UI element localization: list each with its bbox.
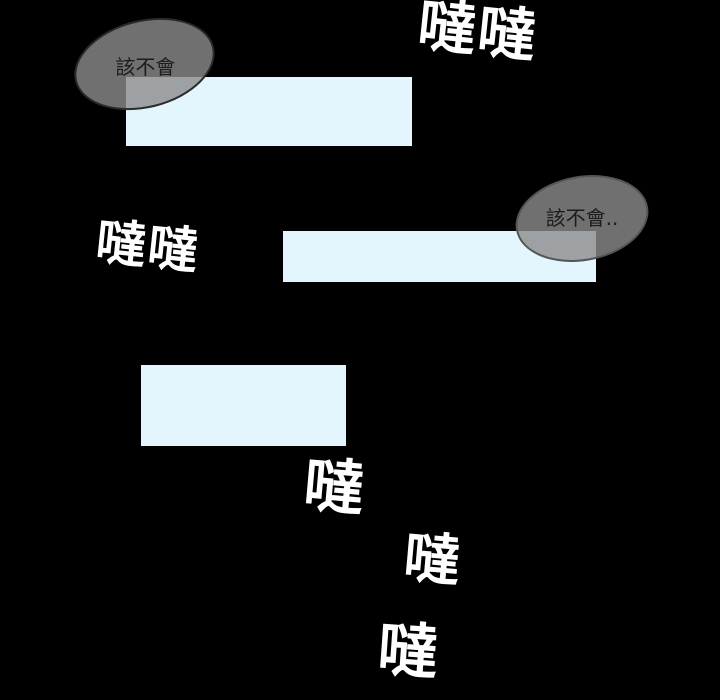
sound-effect-text: 噠噠	[414, 0, 542, 72]
caption-panel	[141, 365, 346, 446]
sound-effect-text: 噠	[301, 450, 369, 526]
speech-bubble-text: 該不會..	[545, 206, 619, 231]
sound-effect-text: 噠	[375, 614, 443, 690]
speech-bubble-text: 該不會	[114, 54, 175, 79]
sound-effect-text: 噠	[401, 524, 465, 596]
sound-effect-text: 噠噠	[93, 211, 203, 282]
